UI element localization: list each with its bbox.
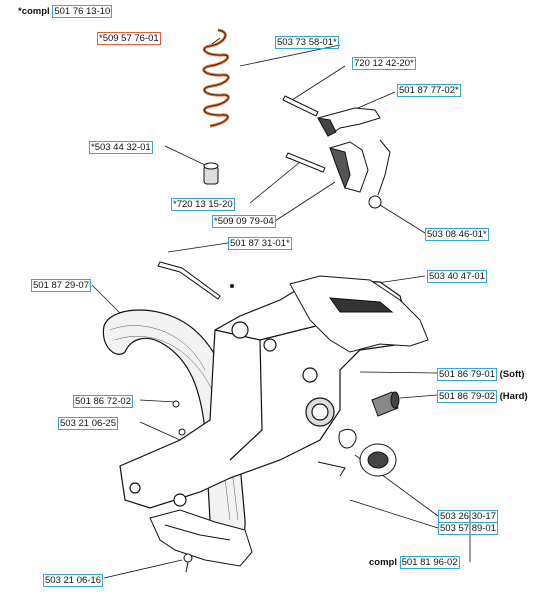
part-number-link[interactable]: 501 86 72-02 [73, 395, 133, 408]
part-number-link[interactable]: 501 81 96-02 [399, 556, 460, 569]
compl-bottom-prefix: compl [369, 557, 397, 568]
filler-cap [317, 428, 397, 477]
part-number-link[interactable]: *503 44 32-01 [89, 141, 153, 154]
screw [172, 400, 193, 573]
part-number-link[interactable]: 503 21 06-25 [58, 417, 118, 430]
soft-suffix: (Soft) [499, 369, 525, 380]
part-number-link[interactable]: 501 86 79-01 [437, 368, 497, 381]
part-number-link[interactable]: 501 76 13-10 [52, 5, 113, 18]
bushing-part [203, 162, 219, 185]
part-number-link[interactable]: 503 40 47-01 [427, 270, 487, 283]
clip-part [368, 139, 391, 209]
part-label-soft: 501 86 79-01 (Soft) [437, 368, 524, 381]
adjust-pin [157, 261, 234, 300]
handle-bracket [149, 509, 253, 567]
part-number-link[interactable]: *720 13 15-20 [171, 198, 235, 211]
part-number-link[interactable]: 720 12 42-20* [352, 57, 416, 70]
part-label: 503 21 06-16 [43, 574, 103, 587]
part-label: 501 86 72-02 [73, 395, 133, 408]
part-label: 503 57 89-01 [438, 522, 498, 535]
compl-bottom-label: compl 501 81 96-02 [369, 556, 460, 569]
part-label: 720 12 42-20* [352, 57, 416, 70]
part-number-link-highlighted[interactable]: *509 57 76-01 [97, 32, 161, 45]
compl-top-prefix: *compl [18, 6, 50, 17]
spring-part-label: *509 57 76-01 [97, 32, 161, 45]
part-label: 501 87 77-02* [397, 84, 461, 97]
part-number-link[interactable]: *509 09 79-04 [212, 215, 276, 228]
part-number-link[interactable]: 501 87 31-01* [228, 237, 292, 250]
rear-handle [289, 275, 429, 353]
part-label-hard: 501 86 79-02 (Hard) [437, 390, 528, 403]
compl-top-label: *compl 501 76 13-10 [18, 5, 113, 18]
part-label: *720 13 15-20 [171, 198, 235, 211]
part-label: 501 87 31-01* [228, 237, 292, 250]
part-label: *509 09 79-04 [212, 215, 276, 228]
hard-suffix: (Hard) [499, 391, 528, 402]
part-number-link[interactable]: 503 57 89-01 [438, 522, 498, 535]
part-label: 503 73 58-01* [275, 36, 339, 49]
trigger-part [329, 141, 369, 193]
part-number-link[interactable]: 503 21 06-16 [43, 574, 103, 587]
pin-part [282, 95, 326, 173]
part-number-link[interactable]: 501 87 77-02* [397, 84, 461, 97]
part-label: 503 08 46-01* [425, 228, 489, 241]
part-number-link[interactable]: 503 73 58-01* [275, 36, 339, 49]
part-number-link[interactable]: 501 87 29-07 [31, 279, 91, 292]
part-label: 503 21 06-25 [58, 417, 118, 430]
part-label: *503 44 32-01 [89, 141, 153, 154]
part-label: 501 87 29-07 [31, 279, 91, 292]
part-label: 503 40 47-01 [427, 270, 487, 283]
part-number-link[interactable]: 503 08 46-01* [425, 228, 489, 241]
rubber-bushing [371, 391, 400, 417]
part-number-link[interactable]: 501 86 79-02 [437, 390, 497, 403]
throttle-lever [317, 107, 381, 137]
